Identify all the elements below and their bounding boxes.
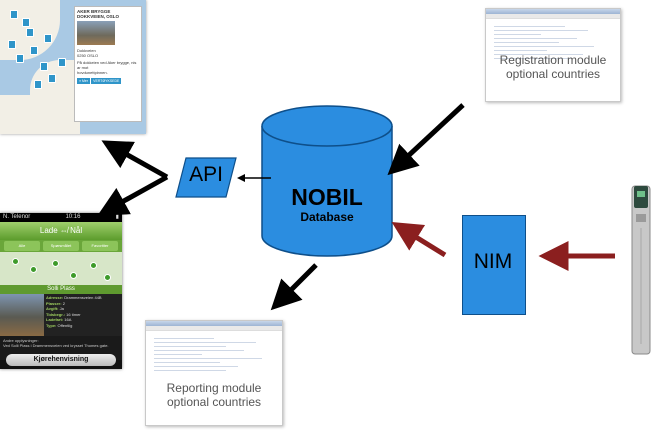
arrow-registration-to-database bbox=[387, 103, 465, 176]
map-pin bbox=[40, 62, 48, 71]
nobil-database-cylinder bbox=[261, 105, 393, 257]
map-screenshot: AKER BRYGGE DOKKVEIEN, OSLO Dokkveien 02… bbox=[0, 0, 146, 134]
directions-button[interactable]: Kjørehenvisning bbox=[6, 354, 116, 366]
reporting-module-screenshot: Reporting module optional countries bbox=[145, 320, 283, 426]
phone-tabs: Alle Spørsmålet Favoritter bbox=[0, 240, 122, 252]
nim-label: NIM bbox=[473, 250, 513, 273]
window-toolbar bbox=[486, 14, 620, 19]
arrow-nim-to-database bbox=[391, 222, 447, 258]
map-pin bbox=[90, 262, 97, 269]
arrow-api-to-phone bbox=[97, 174, 169, 216]
station-photo bbox=[0, 294, 44, 336]
clock-label: 10:16 bbox=[65, 214, 81, 220]
map-pin bbox=[48, 74, 56, 83]
arrow-api-to-map bbox=[101, 140, 169, 180]
map-pin bbox=[8, 40, 16, 49]
api-shape bbox=[175, 157, 237, 198]
map-pin bbox=[10, 10, 18, 19]
tab-favorites[interactable]: Favoritter bbox=[82, 241, 118, 251]
map-pin bbox=[30, 46, 38, 55]
reporting-label-line1: Reporting module bbox=[166, 381, 262, 395]
popup-photo bbox=[77, 21, 115, 45]
phone-map[interactable] bbox=[0, 252, 122, 285]
registration-label-line2: optional countries bbox=[505, 67, 601, 81]
window-toolbar bbox=[146, 326, 282, 331]
map-pin bbox=[16, 54, 24, 63]
detail-row: Tidsbegr.: 16 timer bbox=[46, 311, 81, 317]
more-info-title: Andre opplysninger: bbox=[3, 338, 39, 343]
popup-title: AKER BRYGGE DOKKVEIEN, OSLO bbox=[77, 9, 120, 19]
detail-row: Adresse: Drammensveien 44B bbox=[46, 295, 102, 300]
station-info: Adresse: Drammensveien 44B Plasser: 2 Av… bbox=[0, 294, 122, 336]
map-pin bbox=[34, 80, 42, 89]
window-titlebar bbox=[146, 321, 282, 326]
battery-icon: ▮ bbox=[115, 214, 119, 220]
map-pin bbox=[26, 28, 34, 37]
map-land bbox=[30, 60, 80, 134]
api-label: API bbox=[189, 163, 223, 186]
phone-screenshot: N. Telenor 10:16 ▮ Lade ⇎ Nål Alle Spørs… bbox=[0, 213, 122, 369]
database-name: NOBIL bbox=[291, 184, 363, 210]
map-pin bbox=[70, 272, 77, 279]
tab-all[interactable]: Alle bbox=[4, 241, 40, 251]
reporting-module-label: Reporting module optional countries bbox=[146, 381, 282, 409]
registration-module-screenshot: Registration module optional countries bbox=[485, 8, 621, 102]
registration-module-label: Registration module optional countries bbox=[486, 53, 620, 81]
detail-row: Ladefart: 16A bbox=[46, 317, 72, 322]
map-pin bbox=[44, 34, 52, 43]
page-lines bbox=[154, 335, 274, 374]
station-details: Adresse: Drammensveien 44B Plasser: 2 Av… bbox=[44, 294, 122, 336]
reporting-label-line2: optional countries bbox=[166, 395, 262, 409]
app-title: Lade ⇎ Nål bbox=[0, 222, 122, 240]
map-pin bbox=[104, 274, 111, 281]
registration-label-line1: Registration module bbox=[499, 53, 607, 67]
popup-line: Dokkveien bbox=[77, 48, 96, 53]
map-pin bbox=[58, 58, 66, 67]
popup-line: 0250 OSLO bbox=[77, 53, 99, 58]
detail-row: Plasser: 2 bbox=[46, 300, 65, 306]
nim-box bbox=[462, 215, 526, 315]
popup-more-button[interactable]: ≡ Mer bbox=[77, 78, 91, 84]
station-title: Solli Plass bbox=[0, 285, 122, 294]
charging-station-icon bbox=[631, 185, 651, 355]
map-popup: AKER BRYGGE DOKKVEIEN, OSLO Dokkveien 02… bbox=[74, 6, 142, 122]
detail-row: Avgift: Ja bbox=[46, 306, 64, 311]
phone-status-bar: N. Telenor 10:16 ▮ bbox=[0, 213, 122, 222]
more-info-text: Ved Solli Plass i Drammensveien ved krys… bbox=[3, 343, 109, 348]
database-subtitle: Database bbox=[300, 210, 354, 224]
map-pin bbox=[22, 18, 30, 27]
map-pin bbox=[12, 258, 19, 265]
map-pin bbox=[52, 260, 59, 267]
map-land bbox=[0, 95, 30, 134]
map-pin bbox=[30, 266, 37, 273]
page-lines bbox=[494, 23, 612, 62]
popup-line: På dokkeien ved Aker brygge, nis ar mot bbox=[77, 60, 137, 70]
arrow-database-to-reporting bbox=[270, 263, 318, 311]
tab-question[interactable]: Spørsmålet bbox=[43, 241, 79, 251]
window-titlebar bbox=[486, 9, 620, 14]
detail-row: Type: Offentlig bbox=[46, 322, 73, 328]
popup-line: hovdunettpinnen. bbox=[77, 70, 108, 75]
popup-tools-button[interactable]: VERTØYKSEDE bbox=[91, 78, 122, 84]
carrier-label: N. Telenor bbox=[3, 214, 31, 220]
